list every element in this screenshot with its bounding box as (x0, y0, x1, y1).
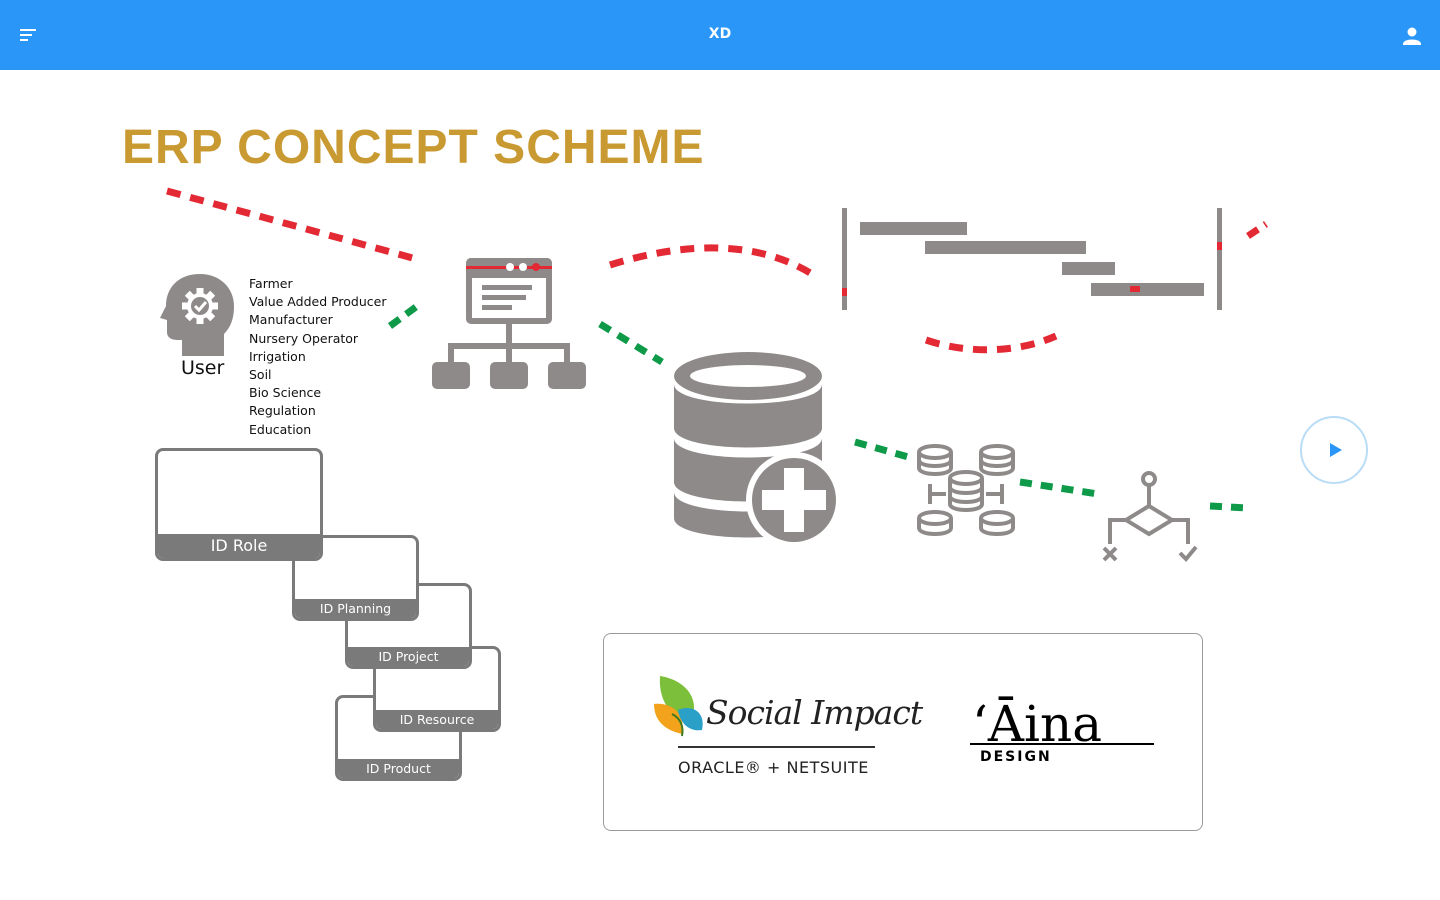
gantt-icon (842, 208, 1222, 310)
list-item: Value Added Producer (249, 294, 387, 310)
green-connector-sitemap-to-db (598, 321, 664, 365)
menu-icon[interactable] (16, 22, 42, 48)
aina-design-text: DESIGN (980, 749, 1052, 765)
green-connector-coins-to-decision (1019, 478, 1099, 498)
play-icon (1330, 443, 1342, 457)
partner-logo-panel (603, 633, 1203, 831)
connector-lines (166, 187, 1268, 512)
list-item: Farmer (249, 276, 293, 291)
slide-canvas: ERP CONCEPT SCHEME (0, 70, 1440, 900)
database-add-icon (674, 352, 842, 546)
account-icon[interactable] (1398, 22, 1426, 50)
id-card-label: ID Project (348, 647, 469, 666)
list-item: Nursery Operator (249, 330, 359, 346)
list-item: Irrigation (249, 348, 306, 364)
head-gear-icon (160, 274, 234, 356)
id-card-label: ID Product (338, 759, 459, 778)
id-card-label: ID Role (158, 534, 320, 558)
top-app-bar: XD (0, 0, 1440, 70)
list-item: Education (249, 421, 312, 437)
red-connector-user-to-sitemap (166, 187, 421, 264)
list-item: Bio Science (249, 385, 322, 401)
id-card-label: ID Resource (376, 710, 498, 729)
play-button[interactable] (1300, 416, 1368, 484)
list-item: Soil (249, 367, 272, 383)
list-item: Regulation (249, 403, 316, 419)
green-connector-user-to-sitemap (387, 301, 423, 329)
oracle-netsuite-text: ORACLE® + NETSUITE (678, 758, 869, 777)
id-card-role: ID Role (155, 448, 323, 561)
red-connector-sitemap-to-gantt (608, 244, 814, 277)
role-list: Farmer Value Added Producer Manufacturer… (249, 275, 387, 439)
green-connector-decision-right (1209, 502, 1249, 512)
app-title: XD (708, 26, 732, 42)
red-connector-gantt-bottom (924, 332, 1058, 354)
decision-flow-icon (1102, 471, 1198, 562)
id-card-label: ID Planning (295, 599, 416, 618)
user-label: User (181, 357, 225, 379)
aina-logo-rule (970, 743, 1154, 745)
leaf-logo-icon (654, 676, 703, 737)
coins-network-icon (917, 444, 1015, 536)
sitemap-icon (432, 258, 586, 389)
aina-logo-text: ʻĀina (972, 695, 1103, 753)
green-connector-db-to-coins (854, 438, 913, 462)
list-item: Manufacturer (249, 312, 333, 328)
slide-title: ERP CONCEPT SCHEME (122, 121, 705, 174)
logo-divider (678, 746, 875, 748)
social-impact-logo-text: Social Impact (706, 693, 923, 732)
red-connector-gantt-right (1246, 221, 1268, 239)
